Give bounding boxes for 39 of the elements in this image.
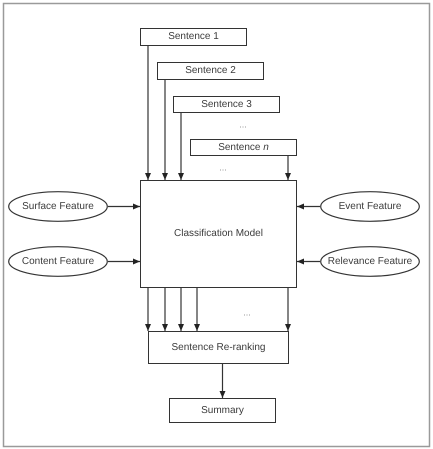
arrow: [108, 204, 140, 210]
feature-label: Relevance Feature: [328, 256, 412, 268]
model-label: Classification Model: [174, 228, 263, 240]
continuation-dots: ...: [239, 120, 247, 130]
feature-label: Content Feature: [22, 256, 94, 268]
feature-ellipse: [8, 191, 108, 222]
arrow: [285, 156, 291, 180]
process-box: [148, 331, 289, 364]
arrow: [145, 46, 151, 180]
output-label: Summary: [201, 404, 244, 416]
step-label: Sentence Re-ranking: [172, 342, 266, 354]
sentence-box: [173, 96, 280, 113]
feature-ellipse: [320, 191, 420, 222]
continuation-dots: ...: [219, 164, 227, 172]
sentence-box: [190, 139, 297, 156]
feature-ellipse: [8, 246, 108, 277]
sentence-box: [140, 28, 247, 46]
arrow: [162, 80, 168, 180]
model-box: [140, 180, 297, 288]
sentence-label: Sentence 3: [201, 98, 252, 110]
arrow: [297, 258, 320, 264]
sentence-box: [157, 62, 264, 80]
arrow: [285, 288, 291, 331]
feature-label: Surface Feature: [22, 200, 94, 212]
sentence-label: Sentence 1: [168, 31, 219, 43]
arrow: [178, 113, 184, 180]
continuation-dots: ...: [243, 308, 251, 318]
feature-ellipse: [320, 246, 420, 277]
arrow: [162, 288, 168, 331]
sentence-label: Sentence n: [218, 142, 269, 154]
arrow: [220, 364, 226, 398]
sentence-label: Sentence 2: [185, 65, 236, 77]
arrow: [194, 288, 200, 331]
arrow: [145, 288, 151, 331]
arrow: [108, 258, 140, 264]
arrow: [178, 288, 184, 331]
arrow: [297, 204, 320, 210]
feature-label: Event Feature: [338, 200, 402, 212]
output-box: [169, 398, 276, 423]
